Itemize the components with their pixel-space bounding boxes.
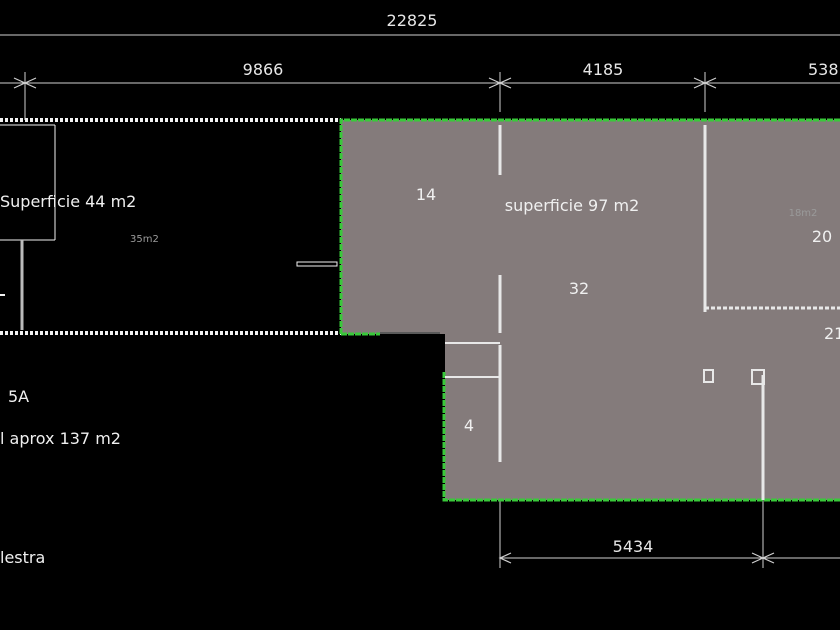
unit-label: 5A [8, 387, 29, 406]
room-21-label: 21 [824, 324, 840, 343]
dim-right-segment: 538 [808, 60, 839, 79]
left-area-label: Superficie 44 m2 [0, 192, 136, 211]
dimension-arrows [13, 77, 775, 564]
dim-left-segment: 9866 [243, 60, 284, 79]
dim-bottom-segment: 5434 [613, 537, 654, 556]
interior-walls [380, 125, 840, 500]
room-20-area-label: 18m2 [789, 208, 818, 219]
dimension-lines [0, 34, 840, 568]
dim-mid-segment: 4185 [583, 60, 624, 79]
left-room-outline [0, 118, 341, 335]
dim-total: 22825 [387, 11, 438, 30]
left-small-area-label: 35m2 [130, 234, 159, 245]
room-32-label: 32 [569, 279, 589, 298]
highlight-outline [339, 118, 840, 502]
main-area-label: superficie 97 m2 [505, 196, 640, 215]
bottom-note-label: lestra [0, 548, 45, 567]
total-area-label: l aprox 137 m2 [0, 429, 121, 448]
room-14-label: 14 [416, 185, 436, 204]
room-4-label: 4 [464, 416, 474, 435]
floor-areas [341, 120, 840, 500]
room-20-label: 20 [812, 227, 832, 246]
